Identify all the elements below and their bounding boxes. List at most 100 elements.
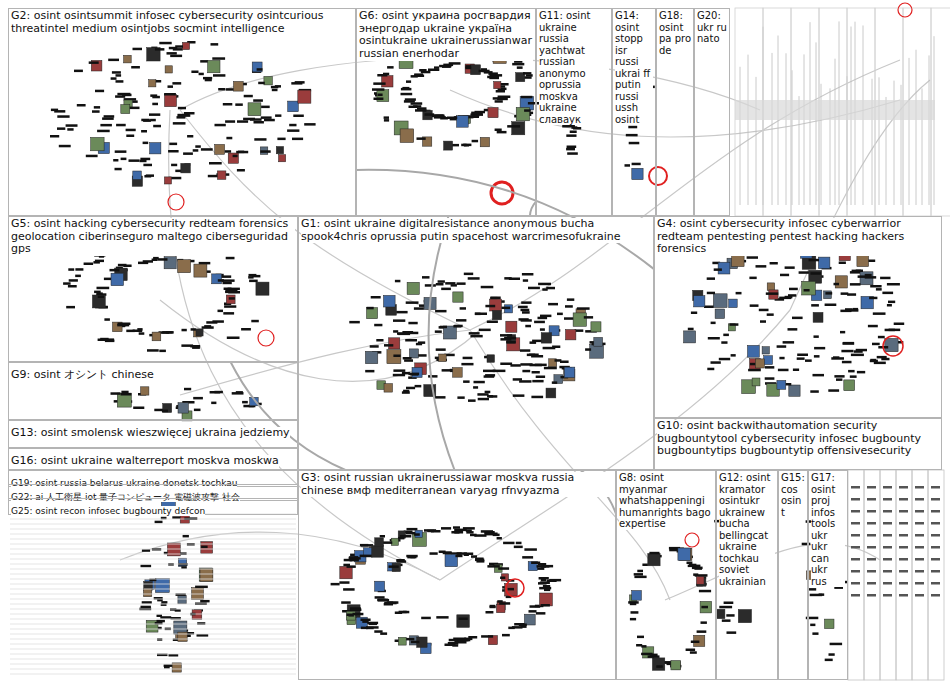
cluster-mark [226, 137, 232, 140]
cluster-mark [470, 335, 482, 338]
cluster-mark [157, 620, 165, 623]
cluster-mark [289, 124, 296, 127]
cluster-mark [427, 530, 434, 533]
cluster-mark [851, 546, 860, 549]
cluster-mark [506, 341, 516, 344]
cluster-mark [10, 529, 296, 530]
cluster-mark [503, 542, 514, 545]
cluster-mark [178, 403, 188, 413]
cluster-mark [194, 264, 207, 277]
cluster-mark [438, 280, 445, 283]
cluster-mark [395, 280, 401, 283]
cluster-mark [711, 322, 716, 325]
cluster-mark [211, 402, 216, 405]
cluster-mark [155, 521, 163, 524]
cluster-mark [929, 55, 930, 205]
cluster-mark [182, 329, 187, 332]
cluster-mark [793, 369, 799, 372]
cluster-mark [524, 614, 535, 625]
cluster-mark [402, 391, 410, 394]
cluster-mark [707, 277, 715, 280]
cluster-mark [241, 328, 251, 331]
cluster-mark [541, 604, 550, 607]
group-box: G25: osint recon infosec bugbounty defco… [8, 498, 298, 515]
cluster-mark [650, 654, 658, 657]
cluster-mark [10, 604, 296, 605]
cluster-mark [590, 344, 604, 358]
cluster-mark [140, 160, 147, 163]
cluster-mark [341, 601, 351, 604]
cluster-mark [468, 277, 480, 280]
cluster-mark [393, 374, 405, 377]
cluster-mark [714, 268, 722, 271]
cluster-mark [118, 264, 127, 267]
cluster-mark [10, 564, 296, 565]
cluster-mark [161, 601, 167, 604]
cluster-mark [210, 391, 221, 394]
cluster-mark [201, 542, 213, 554]
cluster-mark [573, 313, 586, 326]
cluster-mark [722, 619, 731, 622]
cluster-mark [435, 310, 446, 313]
cluster-mark [97, 287, 110, 290]
cluster-mark [678, 548, 690, 560]
cluster-mark [409, 349, 418, 358]
cluster-mark [463, 380, 470, 383]
cluster-mark [304, 123, 315, 126]
cluster-mark [178, 558, 186, 566]
cluster-mark [851, 534, 860, 537]
cluster-mark [422, 276, 430, 279]
cluster-mark [10, 644, 296, 645]
cluster-mark [131, 66, 140, 69]
cluster-mark [352, 613, 363, 616]
cluster-mark [632, 591, 642, 601]
cluster-mark [915, 534, 924, 537]
cluster-mark [178, 107, 186, 110]
cluster-mark [802, 281, 816, 295]
cluster-mark [536, 376, 545, 379]
cluster-mark [157, 638, 162, 641]
cluster-mark [417, 137, 426, 140]
cluster-mark [792, 317, 803, 320]
cluster-mark [10, 674, 296, 675]
cluster-mark [173, 122, 186, 125]
cluster-mark [642, 564, 647, 567]
cluster-mark [200, 600, 209, 603]
cluster-mark [126, 135, 134, 138]
cluster-mark [931, 486, 940, 489]
cluster-mark [430, 552, 438, 555]
cluster-mark [731, 354, 736, 357]
group-box: G2: osint osintsummit infosec cybersecur… [8, 8, 356, 216]
cluster-mark [378, 94, 383, 97]
cluster-mark [876, 288, 882, 291]
cluster-mark [552, 381, 557, 384]
cluster-mark [372, 88, 384, 91]
cluster-mark [756, 265, 767, 268]
group-heading: G10: osint backwithautomation security b… [657, 420, 939, 458]
cluster-mark [68, 268, 74, 271]
cluster-mark [522, 370, 530, 373]
cluster-mark [212, 320, 224, 323]
group-heading: G17: osint proj infos tools ukr ukr can … [811, 472, 845, 587]
group-heading: G4: osint cybersecurity infosec cyberwar… [657, 218, 939, 256]
cluster-mark [167, 52, 177, 55]
cluster-mark [538, 283, 551, 286]
cluster-mark [473, 386, 478, 389]
cluster-mark [10, 549, 296, 550]
cluster-mark [183, 535, 189, 538]
cluster-mark [261, 106, 270, 109]
cluster-mark [495, 100, 503, 103]
cluster-mark [271, 86, 278, 89]
cluster-mark [190, 345, 200, 348]
cluster-mark [252, 62, 262, 72]
cluster-mark [67, 128, 73, 131]
cluster-mark [851, 558, 860, 561]
cluster-mark [631, 611, 639, 614]
cluster-mark [463, 144, 471, 147]
cluster-mark [475, 313, 481, 316]
cluster-mark [378, 599, 387, 602]
cluster-mark [723, 334, 729, 337]
cluster-mark [490, 605, 496, 608]
cluster-mark [406, 555, 417, 558]
cluster-mark [225, 290, 237, 293]
